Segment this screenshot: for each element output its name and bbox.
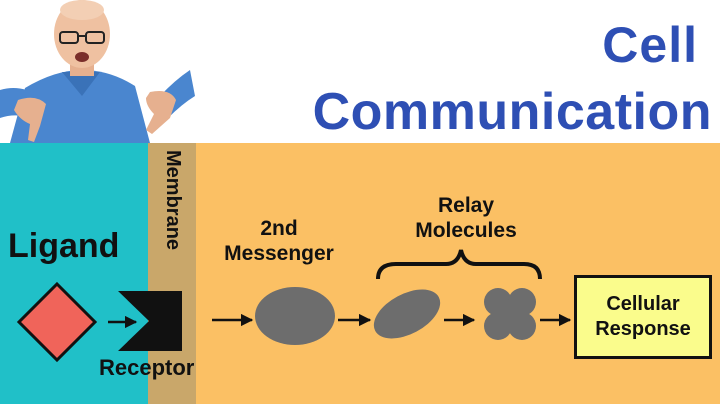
ligand-diamond [16,281,98,363]
cell-membrane [148,143,196,404]
receptor-shape [118,291,182,351]
title-line-2: Communication [312,83,712,141]
relay-molecule-2-shape [484,288,536,340]
second-messenger-label: 2nd Messenger [224,217,334,266]
intracellular-region [196,143,720,404]
ligand-label: Ligand [8,227,120,265]
membrane-label: Membrane [162,150,184,251]
title-line-1: Cell [602,17,698,73]
extracellular-region [0,143,148,404]
relay-molecules-label: Relay Molecules [415,194,517,243]
cellular-response-box: Cellular Response [574,275,712,359]
relay-brace [376,249,542,280]
cellular-response-label: Cellular Response [595,293,691,340]
second-messenger-shape [255,287,335,345]
relay-molecule-1-shape [373,289,441,339]
receptor-label: Receptor [99,355,195,380]
